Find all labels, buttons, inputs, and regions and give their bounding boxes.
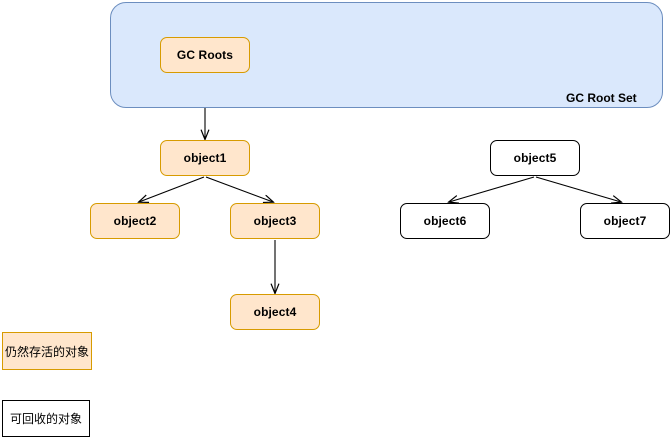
node-label: object5 bbox=[513, 151, 557, 165]
edge-object1-object3 bbox=[205, 176, 273, 202]
gc-root-set-label: GC Root Set bbox=[566, 91, 637, 105]
node-object3[interactable]: object3 bbox=[230, 203, 320, 239]
node-gc-roots[interactable]: GC Roots bbox=[160, 37, 250, 73]
edge-object5-object7 bbox=[535, 176, 621, 202]
node-label: object7 bbox=[603, 214, 647, 228]
node-object2[interactable]: object2 bbox=[90, 203, 180, 239]
edge-object5-object6 bbox=[449, 176, 535, 202]
edge-object1-object2 bbox=[139, 176, 205, 202]
node-object7[interactable]: object7 bbox=[580, 203, 670, 239]
node-label: object6 bbox=[423, 214, 467, 228]
legend-live: 仍然存活的对象 bbox=[2, 332, 92, 370]
node-object1[interactable]: object1 bbox=[160, 140, 250, 176]
node-object6[interactable]: object6 bbox=[400, 203, 490, 239]
legend-label: 可回收的对象 bbox=[9, 412, 82, 426]
legend-garbage: 可回收的对象 bbox=[2, 400, 90, 437]
node-label: object2 bbox=[113, 214, 157, 228]
node-label: object4 bbox=[253, 305, 297, 319]
node-object5[interactable]: object5 bbox=[490, 140, 580, 176]
node-label: GC Roots bbox=[176, 48, 234, 62]
node-object4[interactable]: object4 bbox=[230, 294, 320, 330]
node-label: object1 bbox=[183, 151, 227, 165]
legend-label: 仍然存活的对象 bbox=[4, 344, 89, 359]
node-label: object3 bbox=[253, 214, 297, 228]
